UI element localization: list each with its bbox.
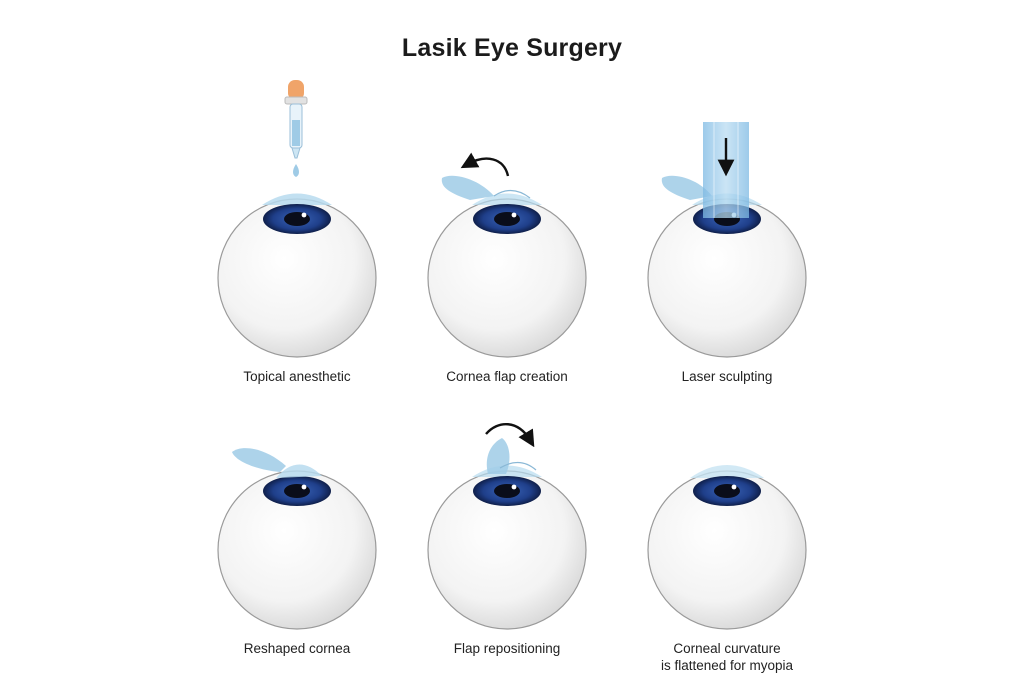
dropper-icon (284, 80, 308, 177)
step-4-eye (217, 448, 377, 630)
step-4-caption: Reshaped cornea (243, 641, 351, 656)
step-6-caption-line-2: is flattened for myopia (660, 658, 794, 673)
lifted-flap-icon (232, 448, 286, 472)
step-3-caption: Laser sculpting (681, 369, 773, 384)
diagram-title: Lasik Eye Surgery (401, 34, 623, 62)
step-1-caption: Topical anesthetic (243, 369, 351, 384)
step-1-eye (217, 80, 377, 358)
step-6-eye (647, 465, 807, 630)
step-2-caption: Cornea flap creation (446, 369, 568, 384)
step-5-eye (427, 423, 587, 630)
step-6-caption: Corneal curvature is flattened for myopi… (607, 640, 847, 674)
step-5-caption: Flap repositioning (453, 641, 561, 656)
step-3-eye (647, 122, 807, 358)
laser-beam-icon (703, 122, 749, 218)
curved-arrow-right-icon (485, 423, 535, 448)
step-6-caption-line-1: Corneal curvature (673, 641, 781, 656)
curved-arrow-left-icon (460, 152, 510, 177)
step-2-eye (427, 152, 587, 358)
